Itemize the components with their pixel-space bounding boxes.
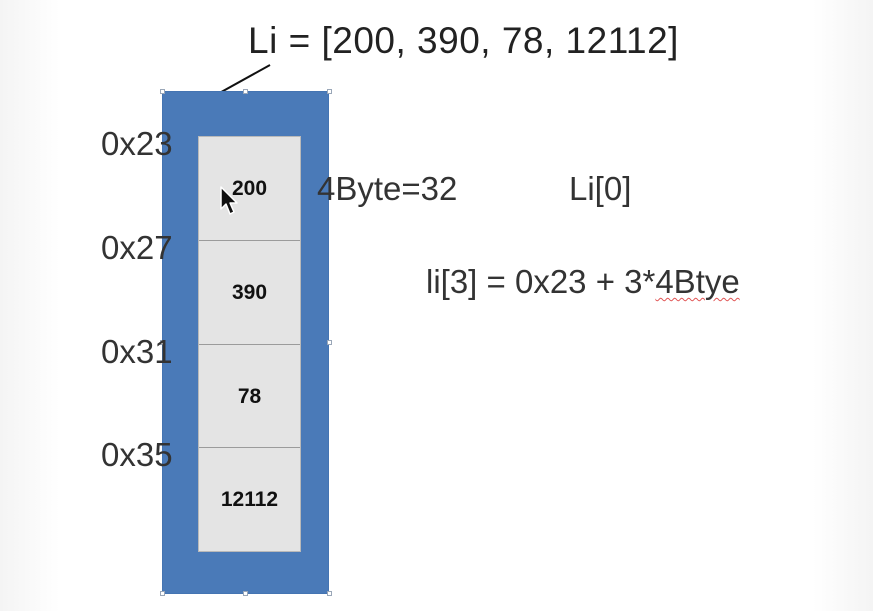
selection-handle[interactable]	[160, 89, 165, 94]
address-formula-prefix: li[3] = 0x23 + 3*	[426, 263, 656, 300]
address-label-2: 0x31	[101, 333, 173, 370]
address-formula: li[3] = 0x23 + 3*4Btye	[426, 263, 740, 301]
selection-handle[interactable]	[327, 591, 332, 596]
address-label-3: 0x35	[101, 436, 173, 473]
memory-cell-3: 12112	[199, 447, 300, 551]
index-note: Li[0]	[569, 170, 632, 207]
memory-cells: 200 390 78 12112	[198, 136, 301, 552]
memory-cell-2: 78	[199, 344, 300, 448]
address-label-1: 0x27	[101, 229, 173, 266]
selection-handle[interactable]	[243, 89, 248, 94]
selection-handle[interactable]	[243, 591, 248, 596]
address-formula-unit: 4Btye	[655, 263, 740, 300]
selection-handle[interactable]	[327, 89, 332, 94]
list-definition-title: Li = [200, 390, 78, 12112]	[248, 20, 679, 61]
selection-handle[interactable]	[327, 340, 332, 345]
selection-handle[interactable]	[160, 340, 165, 345]
mouse-cursor-icon	[220, 186, 238, 215]
address-label-0: 0x23	[101, 125, 173, 162]
selection-handle[interactable]	[160, 591, 165, 596]
element-size-note: 4Byte=32	[317, 170, 458, 207]
memory-cell-1: 390	[199, 240, 300, 344]
memory-cell-0: 200	[231, 177, 268, 200]
